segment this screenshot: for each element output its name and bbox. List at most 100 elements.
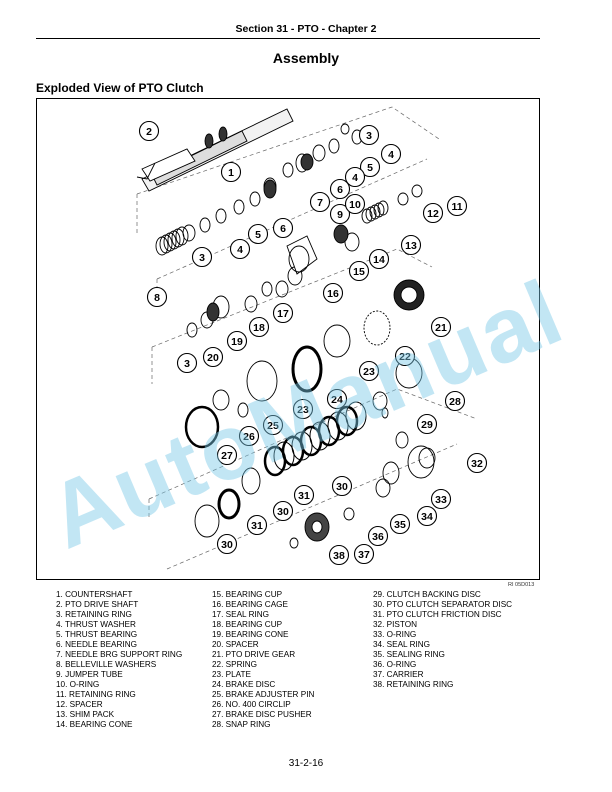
callout-label: 4	[352, 172, 358, 184]
ring	[282, 162, 294, 178]
callout-circle	[216, 444, 238, 466]
ring	[397, 192, 409, 206]
callout-circle	[358, 124, 380, 146]
callout-circle	[272, 302, 294, 324]
callout-label: 6	[280, 223, 286, 235]
callout-4: 4	[229, 238, 251, 260]
section-header: Section 31 - PTO - Chapter 2	[235, 23, 377, 35]
legend-item: 19. BEARING CONE	[212, 630, 289, 639]
callout-26: 26	[238, 425, 260, 447]
ring	[381, 407, 389, 419]
legend-item: 21. PTO DRIVE GEAR	[212, 650, 296, 659]
callout-label: 12	[427, 208, 439, 220]
legend-item: 14. BEARING CONE	[56, 720, 133, 729]
legend-item: 26. NO. 400 CIRCLIP	[212, 700, 291, 709]
legend-item: 6. NEEDLE BEARING	[56, 640, 137, 649]
callout-10: 10	[344, 193, 366, 215]
callout-circle	[226, 330, 248, 352]
callout-circle	[216, 533, 238, 555]
callout-36: 36	[367, 525, 389, 547]
legend-item: 28. SNAP RING	[212, 720, 271, 729]
callout-14: 14	[368, 248, 390, 270]
ring	[249, 191, 261, 207]
callout-circle	[292, 398, 314, 420]
friction-disc	[217, 488, 241, 520]
callout-circle	[238, 425, 260, 447]
callout-label: 3	[199, 252, 205, 264]
callout-circle	[389, 513, 411, 535]
callout-label: 10	[349, 199, 361, 211]
ring	[328, 138, 340, 154]
callout-15: 15	[348, 260, 370, 282]
legend-item: 3. RETAINING RING	[56, 610, 132, 619]
callout-circle	[293, 484, 315, 506]
ring	[275, 280, 289, 298]
callout-label: 30	[221, 539, 233, 551]
callout-circle	[229, 238, 251, 260]
callout-19: 19	[226, 330, 248, 352]
callout-label: 3	[366, 130, 372, 142]
ring	[343, 507, 355, 521]
callout-circle	[344, 193, 366, 215]
legend-item: 1. COUNTERSHAFT	[56, 590, 133, 599]
figure-reference: RI 05D013	[508, 582, 535, 588]
callout-33: 33	[430, 488, 452, 510]
callout-circle	[331, 475, 353, 497]
callout-circle	[247, 223, 269, 245]
callout-label: 26	[243, 431, 255, 443]
callout-4: 4	[344, 166, 366, 188]
callout-circle	[430, 316, 452, 338]
callout-label: 1	[228, 167, 234, 179]
callout-3: 3	[191, 246, 213, 268]
belleville-washer	[167, 230, 181, 250]
callout-label: 2	[146, 126, 152, 138]
ring	[215, 208, 227, 224]
callout-label: 6	[337, 184, 343, 196]
legend-item: 38. RETAINING RING	[373, 680, 454, 689]
callout-label: 21	[435, 322, 447, 334]
ring	[418, 447, 436, 469]
brake-disc	[246, 360, 278, 402]
callout-5: 5	[247, 223, 269, 245]
callout-label: 29	[421, 419, 433, 431]
bearing-cage-bore	[288, 245, 310, 273]
callout-38: 38	[328, 544, 350, 566]
callout-12: 12	[422, 202, 444, 224]
callout-circle	[322, 282, 344, 304]
callout-label: 27	[221, 450, 233, 462]
section-title: Exploded View of PTO Clutch	[36, 81, 204, 95]
callout-label: 17	[277, 308, 289, 320]
callout-circle	[367, 525, 389, 547]
callout-6: 6	[329, 178, 351, 200]
callout-label: 37	[358, 549, 370, 561]
callout-circle	[359, 156, 381, 178]
callout-circle	[353, 543, 375, 565]
callout-30: 30	[331, 475, 353, 497]
callout-circle	[220, 161, 242, 183]
legend-item: 20. SPACER	[212, 640, 259, 649]
ring	[237, 402, 249, 418]
brake-disc	[291, 345, 323, 393]
legend-item: 7. NEEDLE BRG SUPPORT RING	[56, 650, 183, 659]
callout-label: 32	[471, 458, 483, 470]
legend-item: 10. O-RING	[56, 680, 100, 689]
legend-item: 33. O-RING	[373, 630, 417, 639]
callout-label: 16	[327, 288, 339, 300]
shafts	[141, 108, 294, 192]
callout-37: 37	[353, 543, 375, 565]
callout-label: 15	[353, 266, 365, 278]
callout-circle	[348, 260, 370, 282]
callout-circle	[246, 514, 268, 536]
callout-23: 23	[292, 398, 314, 420]
callout-circle	[329, 203, 351, 225]
brake-disc-pusher	[184, 405, 220, 449]
callout-label: 31	[251, 520, 263, 532]
drive-shaft-end	[136, 162, 156, 180]
callout-label: 20	[207, 352, 219, 364]
callout-circle	[430, 488, 452, 510]
page-title: Assembly	[272, 50, 340, 66]
callout-label: 13	[405, 240, 417, 252]
carrier-bore	[311, 520, 323, 534]
ring	[182, 224, 196, 242]
